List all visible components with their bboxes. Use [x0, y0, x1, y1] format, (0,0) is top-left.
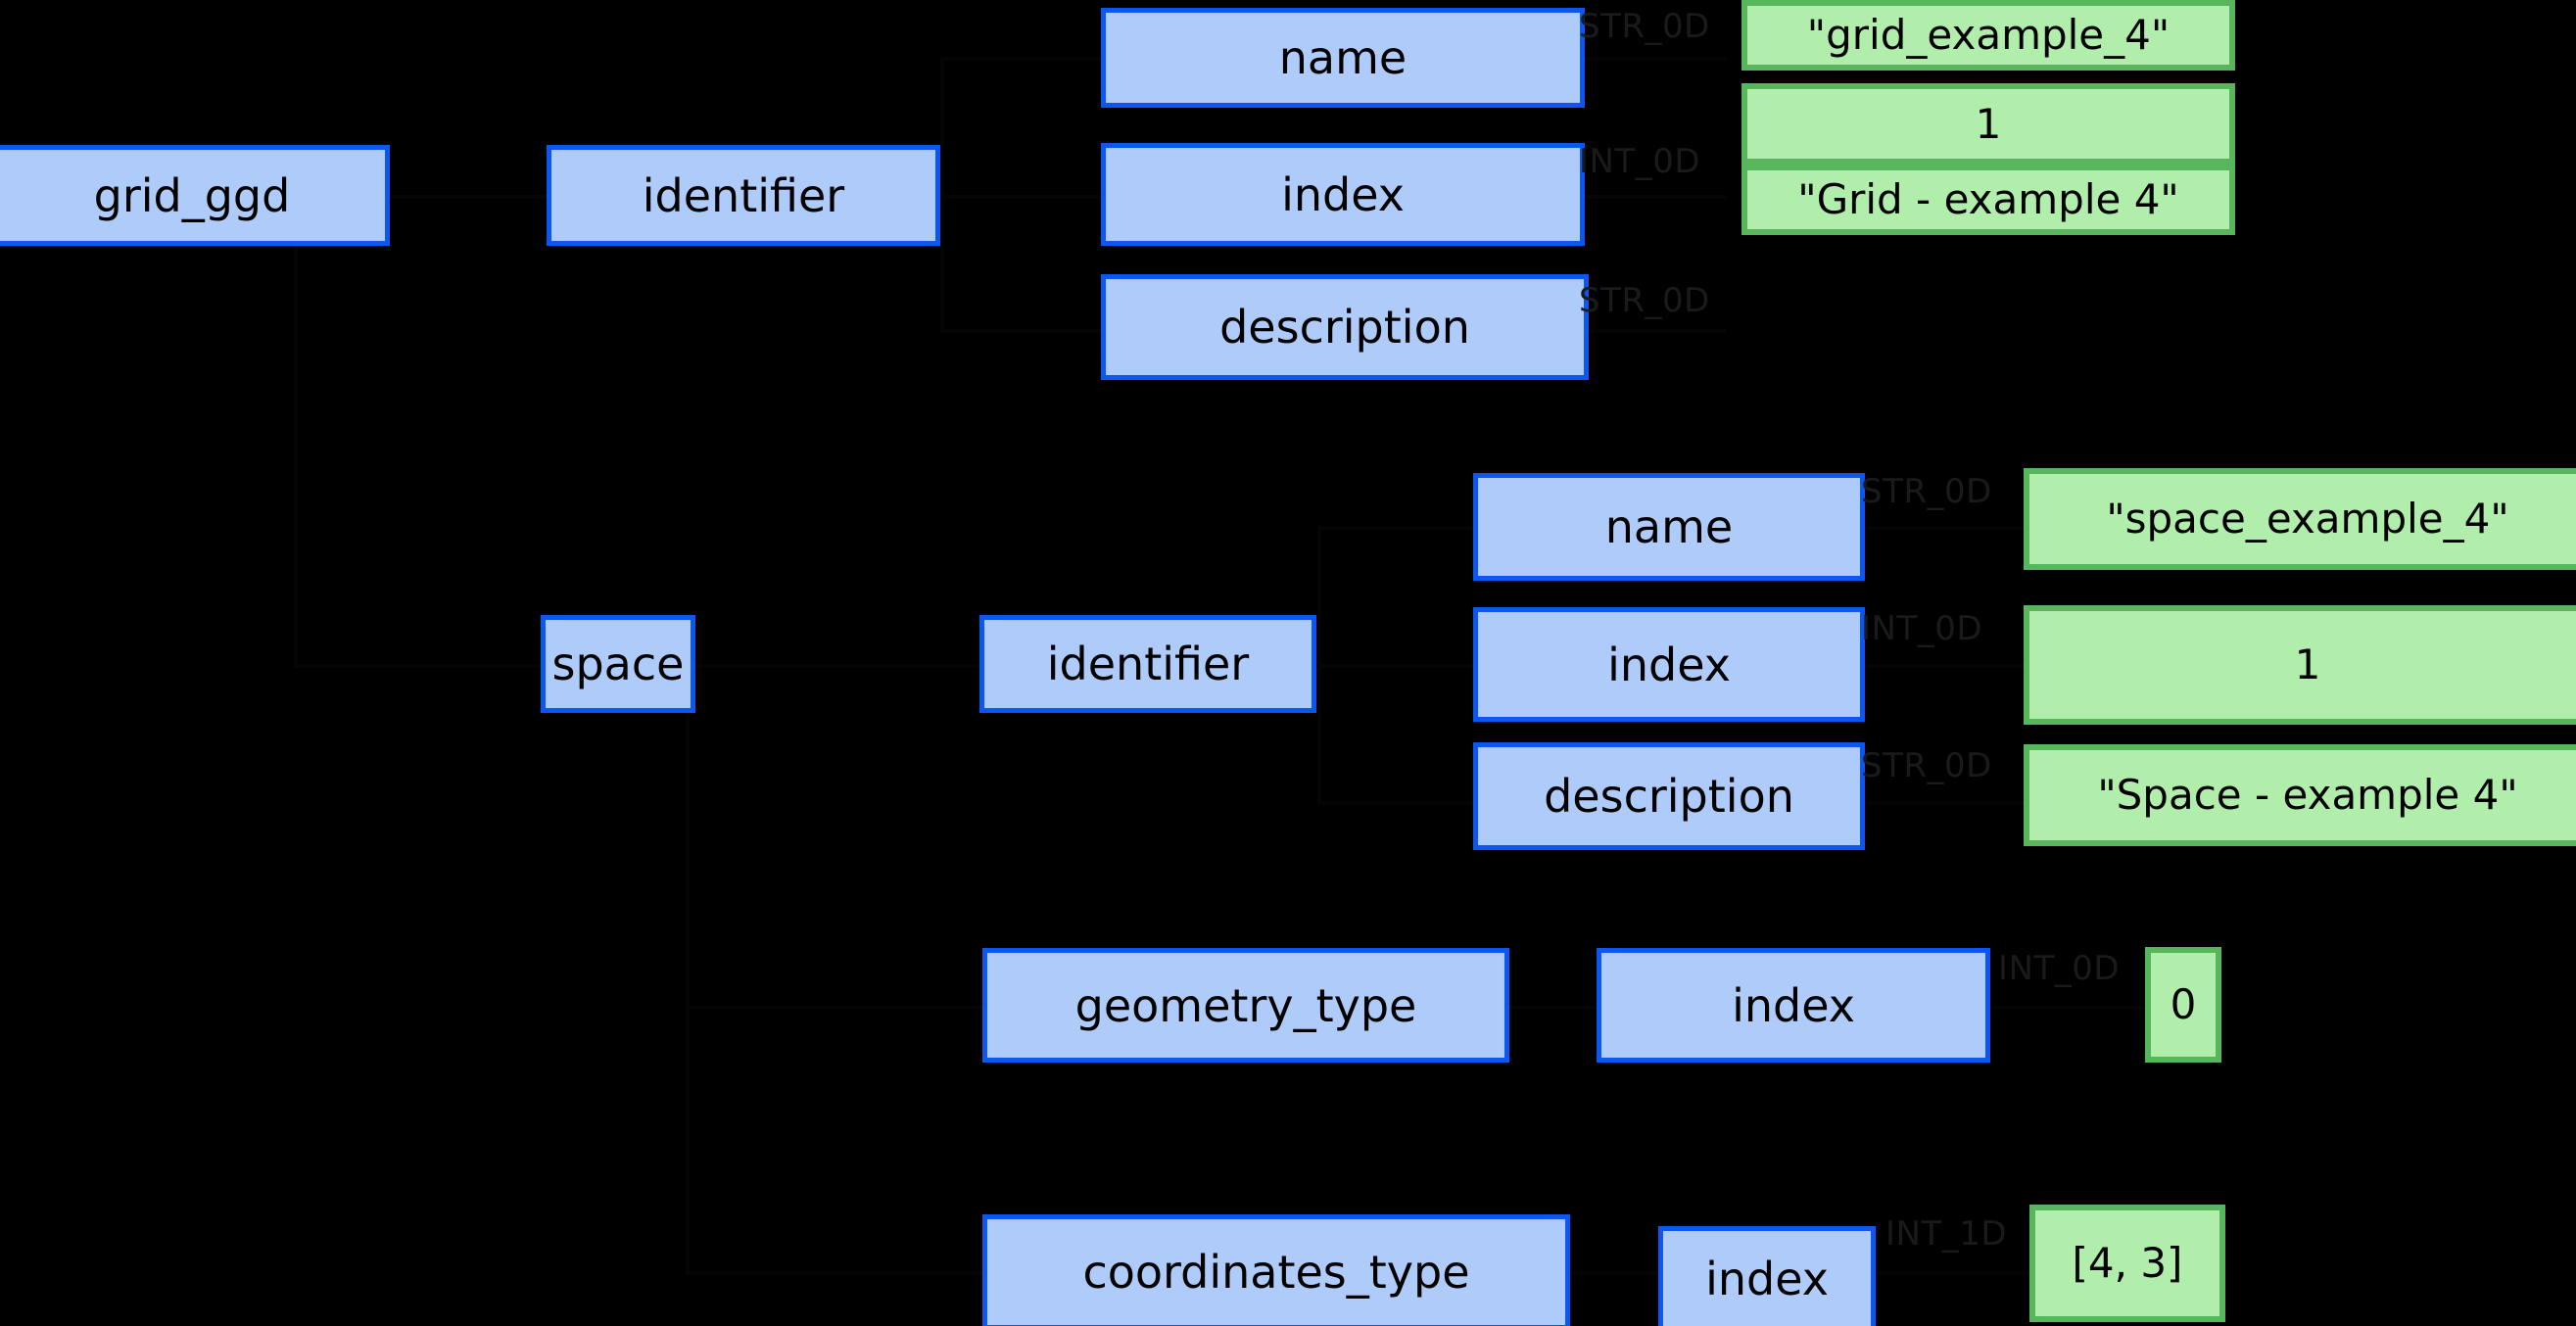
edge-space-identifier [692, 664, 984, 668]
edge-space-branch-description [1317, 801, 1477, 805]
edge-gridggd-identifier [235, 195, 549, 199]
edge-geometry-index-value [1988, 1006, 2147, 1010]
edge-space-branch-index [1317, 664, 1477, 668]
node-geometry-type-label: geometry_type [1074, 978, 1417, 1032]
node-coordinates-type-index-key-label: index [1705, 1253, 1829, 1305]
node-space-name-value-label: "space_example_4" [2106, 495, 2509, 543]
node-space-name-value[interactable]: "space_example_4" [2024, 468, 2576, 570]
node-grid-index-key[interactable]: index [1101, 143, 1585, 246]
node-grid-identifier[interactable]: identifier [547, 145, 940, 246]
node-coordinates-type-index-value[interactable]: [4, 3] [2029, 1205, 2225, 1322]
edge-to-space [294, 664, 545, 668]
node-geometry-type[interactable]: geometry_type [982, 948, 1509, 1063]
node-grid-identifier-label: identifier [642, 168, 845, 222]
edge-branch-index [940, 195, 1105, 199]
node-space-label: space [551, 638, 685, 690]
node-grid-description-key[interactable]: description [1101, 274, 1589, 380]
node-space-description-value-label: "Space - example 4" [2097, 771, 2518, 819]
node-geometry-type-index-value[interactable]: 0 [2145, 947, 2221, 1063]
node-grid-description-key-label: description [1219, 301, 1470, 354]
node-grid-name-key[interactable]: name [1101, 8, 1585, 108]
edge-coordinates-type-index [1565, 1271, 1663, 1275]
edge-space-index-value [1861, 664, 2024, 668]
node-space-identifier[interactable]: identifier [979, 615, 1316, 713]
node-grid-index-value[interactable]: 1 [1741, 83, 2235, 165]
node-space-description-key-label: description [1544, 770, 1794, 823]
node-geometry-type-index-key[interactable]: index [1597, 948, 1990, 1063]
type-label-space-name: STR_0D [1861, 472, 1992, 511]
edge-space-name-value [1861, 526, 2024, 530]
node-grid-ggd[interactable]: grid_ggd [0, 145, 390, 246]
node-coordinates-type-index-value-label: [4, 3] [2072, 1239, 2183, 1287]
node-grid-name-key-label: name [1278, 31, 1407, 84]
node-grid-ggd-label: grid_ggd [93, 168, 291, 222]
node-geometry-type-index-key-label: index [1732, 978, 1855, 1032]
node-grid-name-value[interactable]: "grid_example_4" [1741, 0, 2235, 71]
edge-space-branch-name [1317, 526, 1477, 530]
node-coordinates-type-index-key[interactable]: index [1658, 1226, 1876, 1326]
edge-branch-name [940, 57, 1105, 61]
edge-to-geometry-type [686, 1006, 984, 1010]
node-space-index-value-label: 1 [2294, 640, 2321, 688]
edge-description-value [1479, 329, 1726, 333]
node-space-name-key-label: name [1604, 500, 1734, 553]
node-coordinates-type[interactable]: coordinates_type [982, 1214, 1570, 1326]
node-geometry-type-index-value-label: 0 [2170, 980, 2197, 1028]
node-space-description-value[interactable]: "Space - example 4" [2024, 744, 2576, 846]
type-label-space-description: STR_0D [1861, 746, 1992, 785]
type-label-geometry-type-index: INT_0D [1998, 949, 2121, 988]
node-grid-index-key-label: index [1281, 167, 1405, 221]
node-space-name-key[interactable]: name [1473, 473, 1865, 581]
node-space-identifier-label: identifier [1046, 638, 1250, 690]
node-space[interactable]: space [541, 615, 695, 713]
node-coordinates-type-label: coordinates_type [1082, 1246, 1470, 1299]
node-space-index-key-label: index [1607, 638, 1731, 691]
type-label-grid-description: STR_0D [1579, 281, 1710, 320]
edge-name-value [1469, 57, 1726, 61]
type-label-coordinates-type-index: INT_1D [1885, 1214, 2008, 1254]
edge-gridggd-space-vertical [294, 195, 298, 665]
node-space-index-value[interactable]: 1 [2024, 605, 2576, 725]
edge-space-children-vertical [686, 664, 690, 1273]
type-label-grid-name: STR_0D [1579, 7, 1710, 46]
node-space-description-key[interactable]: description [1473, 742, 1865, 850]
edge-identifier-branch-vertical [940, 57, 944, 331]
node-grid-description-value[interactable]: "Grid - example 4" [1741, 165, 2235, 235]
edge-to-coordinates-type [686, 1271, 984, 1275]
node-grid-index-value-label: 1 [1975, 99, 2002, 148]
node-grid-name-value-label: "grid_example_4" [1806, 11, 2171, 59]
edge-index-value [1469, 195, 1726, 199]
edge-space-description-value [1861, 801, 2024, 805]
type-label-grid-index: INT_0D [1579, 142, 1701, 181]
node-space-index-key[interactable]: index [1473, 607, 1865, 722]
edge-geometry-type-index [1508, 1006, 1606, 1010]
edge-coordinates-index-value [1876, 1271, 2032, 1275]
edge-branch-description [940, 329, 1105, 333]
type-label-space-index: INT_0D [1861, 609, 1983, 648]
node-grid-description-value-label: "Grid - example 4" [1797, 175, 2179, 223]
